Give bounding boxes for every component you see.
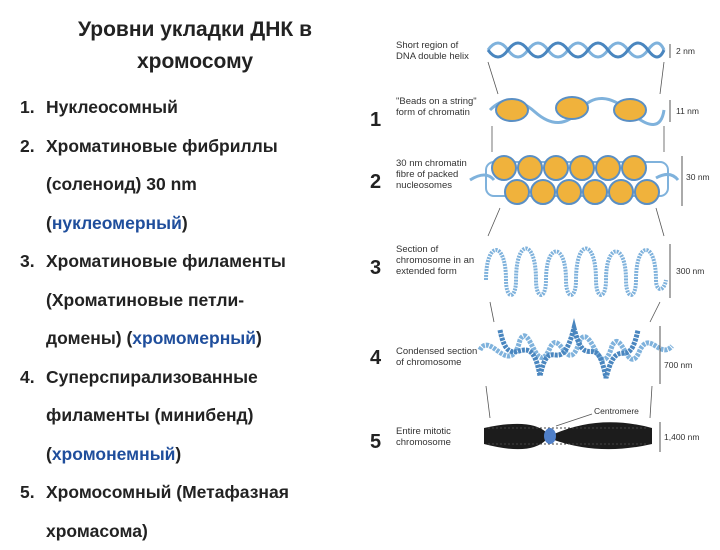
dna-helix-figure: Short region of DNA double helix 2 nm <box>396 40 695 62</box>
dimension-section: 300 nm <box>676 266 704 276</box>
label-fibre-line-2: fibre of packed <box>396 169 458 180</box>
level-3-line-3: домены) (хромомерный) <box>20 319 360 358</box>
level-2-paren-close: ) <box>182 213 188 233</box>
level-3-paren-open: домены) ( <box>46 328 132 348</box>
dimension-fibre: 30 nm <box>686 172 710 182</box>
stage-number-3: 3 <box>370 257 381 279</box>
nucleosome-1 <box>496 99 528 121</box>
level-2-number: 2. <box>20 127 46 166</box>
title-line-1: Уровни укладки ДНК в <box>20 14 370 46</box>
label-condensed-line-2: of chromosome <box>396 357 461 368</box>
level-5-item: 5.Хромосомный (Метафазная <box>20 473 360 512</box>
label-beads-line-2: form of chromatin <box>396 107 470 118</box>
dimension-mitotic: 1,400 nm <box>664 432 699 442</box>
dna-packing-diagram: Short region of DNA double helix 2 nm 1 … <box>360 30 720 470</box>
level-4-paren-close: ) <box>175 444 181 464</box>
label-fibre-line-3: nucleosomes <box>396 180 452 191</box>
label-mitotic-line-2: chromosome <box>396 437 451 448</box>
level-3-item: 3.Хроматиновые филаменты <box>20 242 360 281</box>
level-2-line-2: (соленоид) 30 nm <box>20 165 360 204</box>
condensed-section-figure: 4 Condensed section of chromosome 700 nm <box>370 326 692 384</box>
level-3-paren-close: ) <box>256 328 262 348</box>
dimension-helix: 2 nm <box>676 46 695 56</box>
level-2-line-1: Хроматиновые фибриллы <box>46 136 278 156</box>
level-5-number: 5. <box>20 473 46 512</box>
label-helix-line-2: DNA double helix <box>396 51 469 62</box>
level-5-line-1: Хромосомный (Метафазная <box>46 482 289 502</box>
chromatin-fibre-figure: 2 30 nm chromatin fibre of packed nucleo… <box>370 156 710 206</box>
level-3-number: 3. <box>20 242 46 281</box>
label-beads-line-1: "Beads on a string" <box>396 96 477 107</box>
label-helix-line-1: Short region of <box>396 40 459 51</box>
label-section-line-2: chromosome in an <box>396 255 474 266</box>
level-4-line-1: Суперспирализованные <box>46 367 258 387</box>
level-2-line-3: (нуклеомерный) <box>20 204 360 243</box>
label-mitotic-line-1: Entire mitotic <box>396 426 451 437</box>
label-section-line-3: extended form <box>396 266 457 277</box>
label-condensed-line-1: Condensed section <box>396 346 477 357</box>
stage-number-4: 4 <box>370 347 382 369</box>
page-title: Уровни укладки ДНК в хромосому <box>20 14 370 78</box>
nucleosome-2 <box>556 97 588 119</box>
centromere-mark <box>544 428 556 444</box>
level-4-line-2: филаменты (минибенд) <box>20 396 360 435</box>
level-3-term: хромомерный <box>132 328 256 348</box>
levels-list: 1.Нуклеосомный 2.Хроматиновые фибриллы (… <box>20 88 360 550</box>
beads-on-string-figure: 1 "Beads on a string" form of chromatin … <box>370 96 699 131</box>
dimension-beads: 11 nm <box>676 106 699 116</box>
level-4-number: 4. <box>20 358 46 397</box>
stage-number-1: 1 <box>370 109 381 131</box>
level-2-item: 2.Хроматиновые фибриллы <box>20 127 360 166</box>
level-4-term: хромонемный <box>52 444 176 464</box>
level-1-item: 1.Нуклеосомный <box>20 88 360 127</box>
stage-number-5: 5 <box>370 431 381 453</box>
level-4-item: 4.Суперспирализованные <box>20 358 360 397</box>
label-section-line-1: Section of <box>396 244 439 255</box>
dimension-condensed: 700 nm <box>664 360 692 370</box>
level-3-line-2: (Хроматиновые петли- <box>20 281 360 320</box>
title-line-2: хромосому <box>20 46 370 78</box>
nucleosome-3 <box>614 99 646 121</box>
level-4-line-3: (хромонемный) <box>20 435 360 474</box>
level-3-line-1: Хроматиновые филаменты <box>46 251 286 271</box>
level-1-text: Нуклеосомный <box>46 97 178 117</box>
level-2-term: нуклеомерный <box>52 213 182 233</box>
label-fibre-line-1: 30 nm chromatin <box>396 158 467 169</box>
stage-number-2: 2 <box>370 171 381 193</box>
level-1-number: 1. <box>20 88 46 127</box>
extended-section-figure: 3 Section of chromosome in an extended f… <box>370 244 704 298</box>
label-centromere: Centromere <box>594 406 639 416</box>
level-5-line-2: хромасома) <box>20 512 360 550</box>
